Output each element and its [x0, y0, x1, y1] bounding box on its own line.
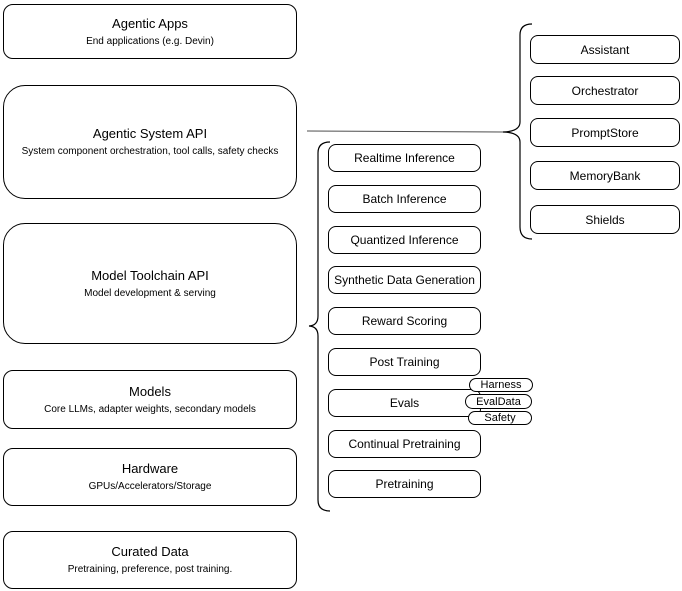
node-label: Pretraining	[375, 477, 434, 491]
node-shields: Shields	[530, 205, 680, 234]
tag-evaldata: EvalData	[465, 394, 532, 409]
node-label: Synthetic Data Generation	[334, 273, 475, 287]
components-brace	[502, 23, 533, 240]
node-subtitle: Pretraining, preference, post training.	[67, 564, 233, 575]
node-label: Post Training	[369, 355, 440, 369]
toolchain-brace	[308, 141, 331, 512]
node-realtime-inference: Realtime Inference	[328, 144, 481, 172]
node-evals: Evals	[328, 389, 481, 417]
node-subtitle: End applications (e.g. Devin)	[86, 35, 214, 47]
node-label: Orchestrator	[571, 83, 639, 98]
node-pretraining: Pretraining	[328, 470, 481, 498]
node-title: Model Toolchain API	[91, 267, 209, 283]
node-label: Continual Pretraining	[348, 437, 461, 451]
node-label: Shields	[585, 212, 625, 227]
node-models: Models Core LLMs, adapter weights, secon…	[3, 370, 297, 429]
node-label: MemoryBank	[569, 168, 641, 183]
node-subtitle: Core LLMs, adapter weights, secondary mo…	[44, 403, 256, 415]
node-orchestrator: Orchestrator	[530, 76, 680, 105]
node-promptstore: PromptStore	[530, 118, 680, 147]
node-memorybank: MemoryBank	[530, 161, 680, 190]
node-label: Batch Inference	[362, 192, 447, 206]
node-hardware: Hardware GPUs/Accelerators/Storage	[3, 448, 297, 506]
node-synthetic-data-generation: Synthetic Data Generation	[328, 266, 481, 294]
node-title: Hardware	[121, 461, 179, 476]
node-continual-pretraining: Continual Pretraining	[328, 430, 481, 458]
node-curated-data: Curated Data Pretraining, preference, po…	[3, 531, 297, 589]
node-reward-scoring: Reward Scoring	[328, 307, 481, 335]
node-post-training: Post Training	[328, 348, 481, 376]
node-agentic-apps: Agentic Apps End applications (e.g. Devi…	[3, 4, 297, 59]
node-label: PromptStore	[571, 125, 639, 140]
node-agentic-system-api: Agentic System API System component orch…	[3, 85, 297, 199]
node-title: Models	[129, 383, 171, 399]
node-label: Quantized Inference	[350, 233, 459, 247]
tag-label: Safety	[484, 412, 516, 424]
node-label: Reward Scoring	[361, 314, 448, 328]
node-subtitle: Model development & serving	[84, 287, 216, 299]
node-subtitle: GPUs/Accelerators/Storage	[88, 481, 212, 492]
tag-label: EvalData	[476, 395, 521, 408]
node-quantized-inference: Quantized Inference	[328, 226, 481, 254]
node-title: Curated Data	[111, 544, 189, 559]
node-title: Agentic Apps	[112, 15, 188, 31]
node-label: Evals	[389, 396, 420, 410]
api-components-connector-line	[306, 130, 504, 133]
node-subtitle: System component orchestration, tool cal…	[21, 146, 279, 157]
node-label: Realtime Inference	[354, 151, 455, 165]
node-assistant: Assistant	[530, 35, 680, 64]
tag-harness: Harness	[469, 378, 533, 392]
tag-label: Harness	[480, 379, 522, 391]
tag-safety: Safety	[468, 411, 532, 425]
node-title: Agentic System API	[92, 126, 208, 141]
node-label: Assistant	[580, 42, 630, 57]
node-batch-inference: Batch Inference	[328, 185, 481, 213]
node-model-toolchain-api: Model Toolchain API Model development & …	[3, 223, 297, 344]
